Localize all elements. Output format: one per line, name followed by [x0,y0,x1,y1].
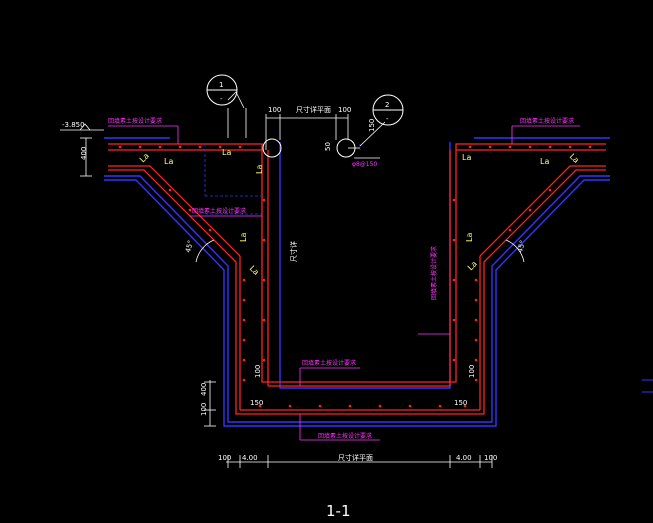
concrete-section [108,143,606,415]
angle-right: 45° [516,239,527,253]
la-label-10: La [465,233,474,242]
callout-2 [372,94,404,126]
note-right-top: 回填素土按设计要求 [520,117,574,125]
la-label-2: La [164,157,173,166]
callout-1 [206,74,238,106]
span-top: 尺寸详平面 [296,105,331,114]
dim-150-bottom-right: 150 [454,399,467,407]
callout-2-dash: - [386,115,389,123]
dimension-lines [60,91,493,468]
la-label-7: La [462,153,471,162]
section-title: 1-1 [326,502,351,520]
angle-left: 45° [184,239,195,253]
dim-400-left: 400 [80,147,88,160]
guide-lines [204,144,361,215]
span-bottom: 尺寸详平面 [338,453,373,462]
callout-1-dash: - [220,95,223,103]
outer-outline [104,137,610,427]
dim-4-00-right: 4.00 [456,454,472,462]
la-label-4: La [255,165,264,174]
dim-100-inner-right: 100 [468,365,476,378]
note-leaders [108,125,580,441]
dim-400-vert: 400 [200,383,208,396]
la-label-6: La [248,264,261,277]
vertical-size-text: 尺寸详 [289,241,298,262]
note-left-top: 回填素土按设计要求 [108,117,162,125]
note-bottom-inner: 回填素土按设计要求 [302,359,356,367]
right-edge-fragment [642,379,653,393]
dim-100-inner-left: 100 [254,365,262,378]
rebar-dots [118,145,592,408]
dim-100-top-left: 100 [268,106,281,114]
note-bottom: 回填素土按设计要求 [318,432,372,440]
angle-arcs [195,239,525,263]
dim-50: 50 [324,142,332,151]
la-label-8: La [540,157,549,166]
callout-2-number: 2 [385,101,389,109]
la-label-3: La [222,148,231,157]
dim-4-00-left: 4.00 [242,454,258,462]
rebar-label: φ8@150 [352,161,377,168]
dim-100-vert: 100 [200,403,208,416]
la-label-5: La [239,233,248,242]
note-left-slope: 回填素土按设计要求 [192,207,246,215]
note-inside: 回填素土按设计要求 [430,246,438,300]
dim-150-bottom-left: 150 [250,399,263,407]
callout-1-number: 1 [219,81,223,89]
detail-marker-right [336,138,356,158]
dim-100-bottom-left: 100 [218,454,231,462]
dim-100-bottom-right: 100 [484,454,497,462]
dim-150-right: 150 [368,119,376,132]
detail-marker-left [262,138,282,158]
la-label-1: La [138,151,151,164]
la-label-11: La [466,259,479,272]
dim-100-top-right: 100 [338,106,351,114]
la-label-9: La [568,152,581,165]
elevation-label: -3.850 [62,121,85,129]
